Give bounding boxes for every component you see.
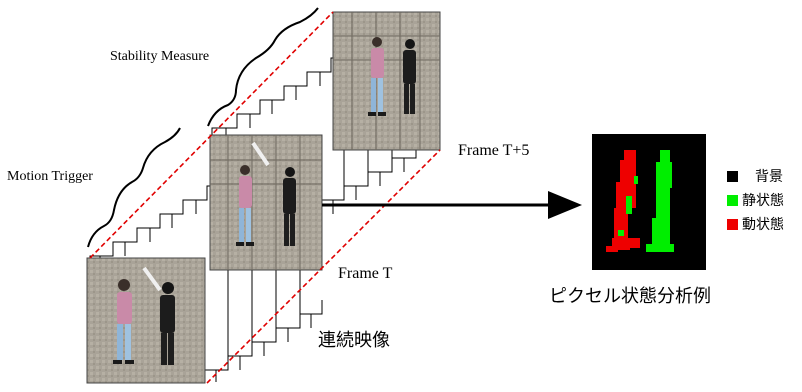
person-pink-icon (113, 279, 134, 364)
frame-t5-image (332, 11, 441, 151)
stability-brace-icon (207, 7, 319, 127)
person-pink-icon (236, 165, 254, 246)
arrow-right-icon (322, 191, 582, 219)
frame-t5-label: Frame T+5 (458, 142, 529, 159)
legend-swatch-background (727, 171, 738, 182)
legend: 背景 静状態 動状態 (727, 169, 784, 233)
static-region (618, 150, 674, 252)
legend-label-moving: 動状態 (742, 217, 784, 233)
analysis-example-label: ピクセル状態分析例 (549, 286, 711, 307)
trigger-dashed-lines (89, 11, 441, 384)
frame-t-label: Frame T (338, 265, 393, 282)
frame-t-image (209, 134, 323, 271)
person-dark-icon (283, 167, 296, 246)
legend-label-static: 静状態 (742, 193, 784, 209)
legend-label-background: 背景 (755, 169, 783, 185)
legend-swatch-moving (727, 219, 738, 230)
legend-swatch-static (727, 195, 738, 206)
sequence-label: 連続映像 (318, 330, 390, 351)
stability-measure-label: Stability Measure (110, 49, 209, 64)
person-pink-icon (368, 37, 386, 116)
motion-brace-icon (87, 127, 181, 248)
frame-front-image (86, 257, 206, 384)
person-dark-icon (160, 282, 175, 365)
motion-trigger-label: Motion Trigger (7, 169, 93, 184)
pixel-state-analysis-image (592, 134, 706, 270)
person-dark-icon (403, 39, 416, 114)
